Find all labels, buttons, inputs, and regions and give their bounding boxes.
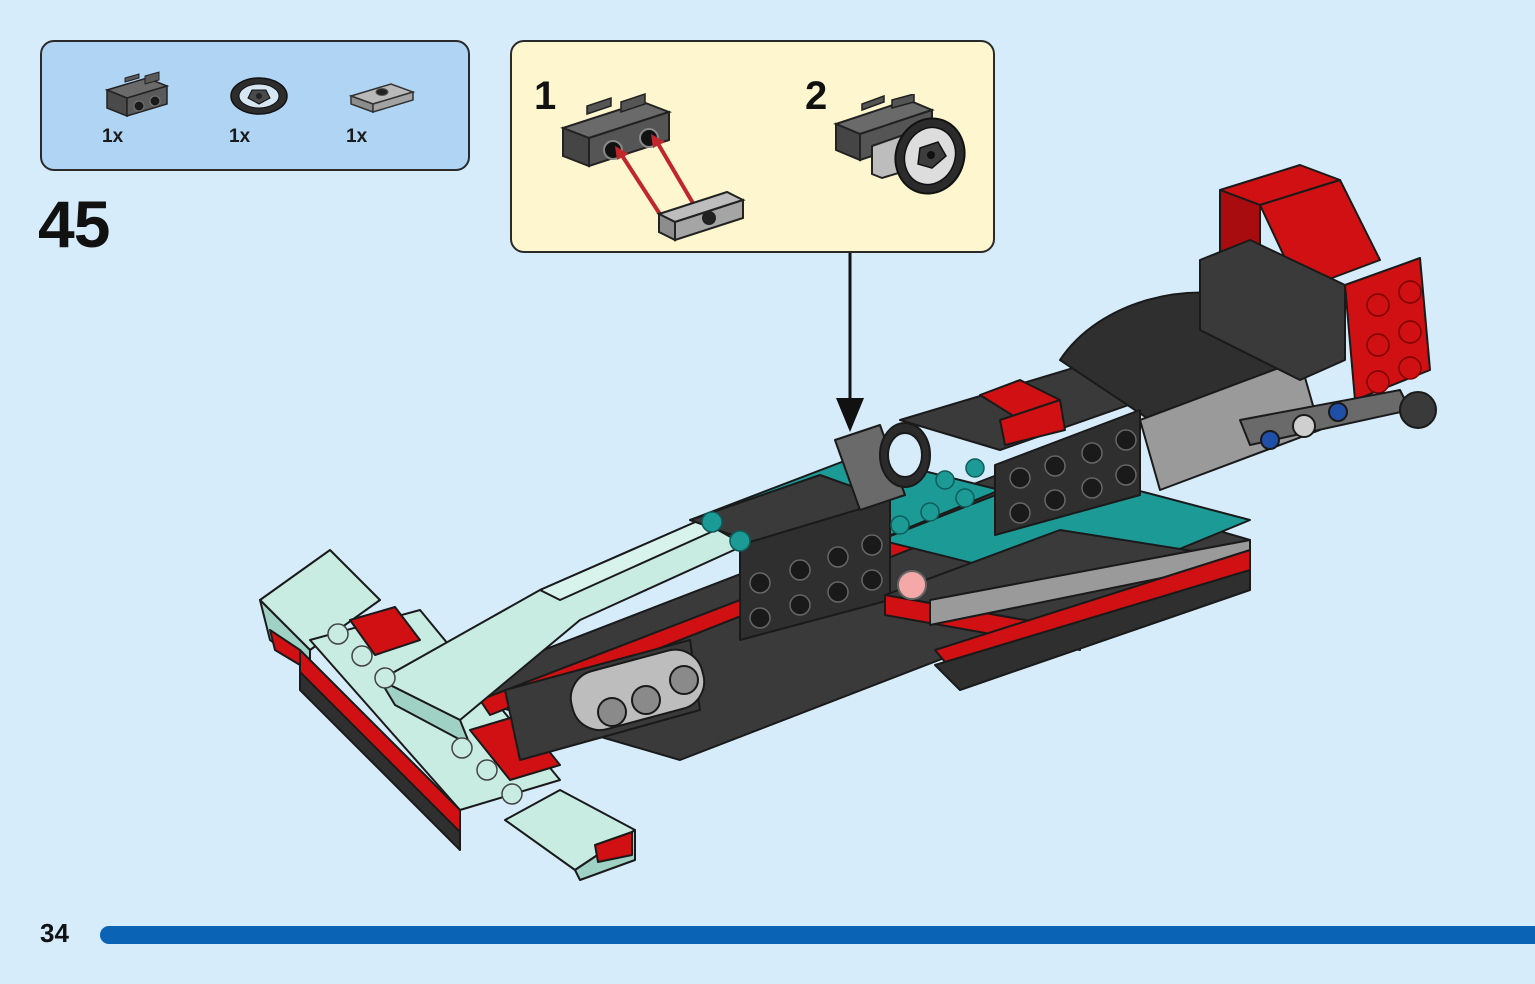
part-steering-wheel bbox=[214, 68, 304, 124]
subassembly-callout: 1 2 bbox=[510, 40, 995, 253]
parts-list-box: 1x 1x 1x bbox=[40, 40, 470, 171]
part-quantity: 1x bbox=[229, 126, 251, 147]
substep-2-assembly-icon bbox=[832, 93, 982, 209]
substep-number: 2 bbox=[805, 74, 828, 118]
steering-wheel-icon bbox=[214, 68, 304, 124]
step-number: 45 bbox=[38, 187, 110, 261]
part-quantity: 1x bbox=[346, 126, 368, 147]
part-bracket bbox=[92, 68, 182, 124]
bracket-plate-icon bbox=[92, 68, 182, 124]
part-jumper bbox=[334, 68, 424, 124]
part-quantity: 1x bbox=[102, 126, 124, 147]
progress-bar bbox=[100, 926, 1535, 944]
substep-number: 1 bbox=[534, 74, 557, 118]
jumper-plate-icon bbox=[334, 68, 424, 124]
page-number: 34 bbox=[40, 918, 69, 948]
substep-1-assembly-icon bbox=[557, 92, 757, 247]
